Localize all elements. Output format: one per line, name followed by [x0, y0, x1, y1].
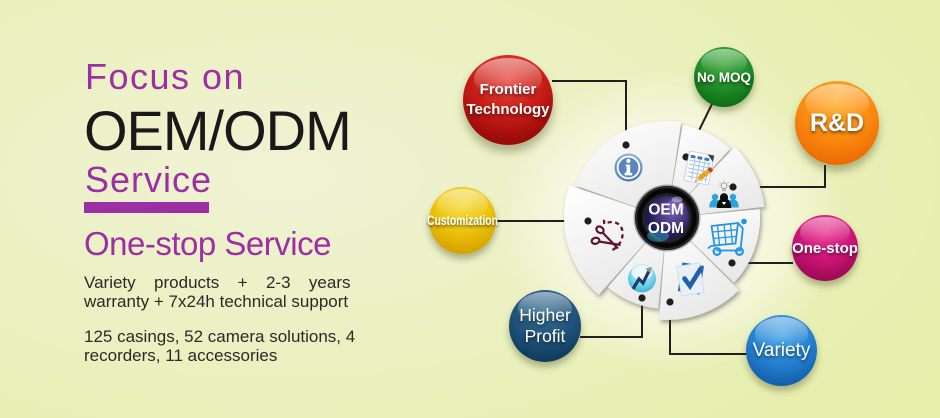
- svg-text:OEM: OEM: [648, 202, 683, 219]
- svg-text:ODM: ODM: [648, 220, 684, 237]
